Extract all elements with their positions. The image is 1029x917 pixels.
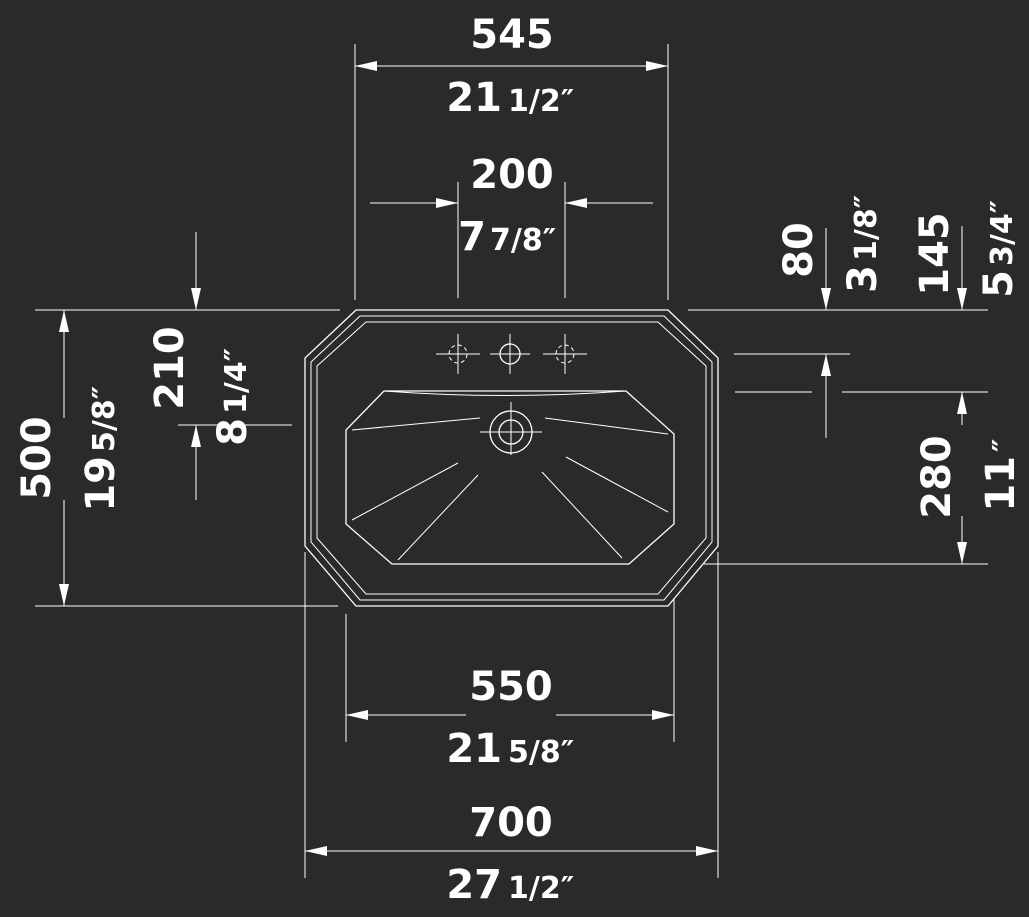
dim-tap-spacing-in-frac: 7/8″ — [490, 223, 556, 258]
dimension-back-to-tap: 80 3 1/8″ — [688, 195, 988, 438]
bowl-outline — [345, 390, 675, 565]
basin-outline — [304, 309, 719, 607]
dim-depth-to-drain-in-whole: 8 — [210, 418, 256, 446]
dim-top-overall-mm: 545 — [470, 12, 554, 58]
dim-depth-to-drain-mm: 210 — [147, 326, 193, 410]
dim-bowl-width-in-whole: 21 — [446, 726, 502, 772]
dimension-bowl-width: 550 21 5/8″ — [345, 598, 675, 772]
dim-overall-width-mm: 700 — [469, 800, 553, 846]
tap-hole-center-icon — [490, 334, 530, 374]
dim-top-overall-in-whole: 21 — [446, 75, 502, 121]
dimension-back-to-bowl: 145 5 3/4″ — [735, 200, 1022, 393]
dim-back-to-bowl-in-frac: 3/4″ — [985, 200, 1020, 266]
dim-tap-spacing-mm: 200 — [470, 152, 554, 198]
dim-top-overall-in-frac: 1/2″ — [508, 84, 574, 119]
dim-tap-spacing-in-whole: 7 — [458, 214, 486, 260]
dim-overall-width-in-whole: 27 — [446, 862, 502, 908]
dim-bowl-depth-in-whole: 11 — [978, 456, 1024, 512]
dim-bowl-width-mm: 550 — [469, 664, 553, 710]
dim-overall-depth-in-frac: 5/8″ — [87, 386, 122, 452]
dim-bowl-width-in-frac: 5/8″ — [508, 735, 574, 770]
dimension-top-overall: 545 21 1/2″ — [354, 12, 669, 300]
dim-back-to-bowl-in-whole: 5 — [976, 270, 1022, 298]
dim-bowl-depth-in-frac: ″ — [987, 439, 1022, 452]
dim-overall-width-in-frac: 1/2″ — [508, 871, 574, 906]
dim-bowl-depth-mm: 280 — [914, 435, 960, 519]
dimension-overall-width: 700 27 1/2″ — [304, 552, 719, 908]
dim-overall-depth-in-whole: 19 — [78, 456, 124, 512]
dimension-tap-spacing: 200 7 7/8″ — [370, 152, 653, 298]
dim-back-to-tap-mm: 80 — [776, 222, 822, 278]
dim-back-to-tap-in-frac: 1/8″ — [849, 195, 884, 261]
dimension-depth-to-drain: 210 8 1/4″ — [147, 232, 292, 500]
dim-overall-depth-mm: 500 — [14, 416, 60, 500]
dim-back-to-bowl-mm: 145 — [912, 212, 958, 296]
tap-hole-left-icon — [436, 334, 480, 374]
dimension-bowl-depth: 280 11 ″ — [704, 392, 1024, 565]
dimension-overall-depth: 500 19 5/8″ — [14, 309, 340, 607]
dim-depth-to-drain-in-frac: 1/4″ — [219, 348, 254, 414]
tap-holes — [436, 334, 587, 374]
drain-icon — [480, 402, 542, 455]
tap-hole-right-icon — [543, 334, 587, 374]
dim-back-to-tap-in-whole: 3 — [840, 265, 886, 293]
